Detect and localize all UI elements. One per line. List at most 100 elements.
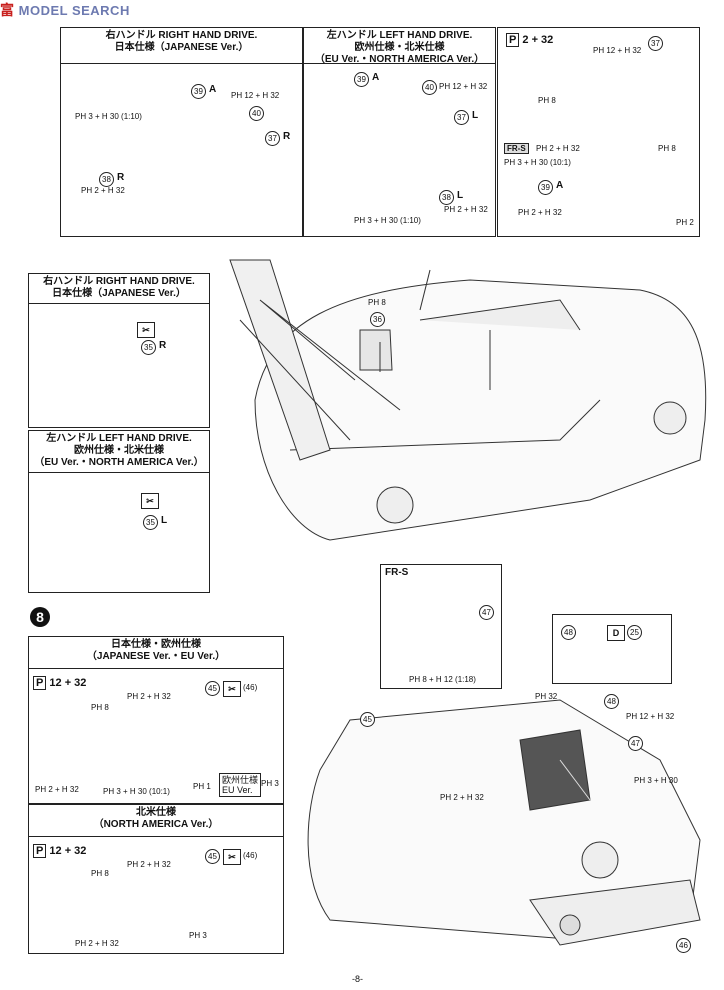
part-37: 37 [454,110,469,125]
step8-bottom-title-2: （NORTH AMERICA Ver.） [93,819,219,830]
part-38: 38 [439,190,454,205]
paint-a: PH 12 + H 32 [593,46,642,55]
asm-part-45: 45 [360,712,375,727]
part-46: (46) [243,683,258,692]
part-d-tag: D [607,625,625,641]
mid-left-l-title-1: 左ハンドル LEFT HAND DRIVE. [46,433,192,444]
mid-left-box-l: 左ハンドル LEFT HAND DRIVE. 欧州仕様・北米仕様 （EU Ver… [28,430,210,593]
paint-a: PH 2 + H 32 [127,860,171,869]
part-25: 25 [627,625,642,640]
cement-icon: ✂ [223,849,241,865]
ph-icon: P [33,676,47,690]
paint-c: PH 8 [658,144,676,153]
paint-1: PH 12 + H 32 [231,91,280,100]
paint-b: PH 8 [91,703,109,712]
part-39-a: A [556,180,564,191]
part-35-l: L [161,515,168,526]
paint-d: PH 3 + H 30 (10:1) [504,158,571,167]
paint-main: P 12 + 32 [33,676,87,690]
paint-c: PH 2 + H 32 [35,785,79,794]
mid-left-l-title-2: 欧州仕様・北米仕様 [74,445,164,456]
chassis-paint-8: PH 8 [368,298,386,307]
frs-paint: PH 2 + H 32 [536,144,580,153]
paint-main: P 12 + 32 [33,844,86,858]
paint-e: PH 2 + H 32 [518,208,562,217]
page-number: -8- [352,974,363,984]
mid-left-l-header: 左ハンドル LEFT HAND DRIVE. 欧州仕様・北米仕様 （EU Ver… [29,431,209,473]
top-left-header: 右ハンドル RIGHT HAND DRIVE. 日本仕様（JAPANESE Ve… [61,28,302,64]
part-39-a: A [209,84,217,95]
paint-d: PH 3 + H 30 (10:1) [103,787,170,796]
part-45: 45 [205,849,220,864]
step8-top-header: 日本仕様・欧州仕様 （JAPANESE Ver.・EU Ver.） [29,637,283,669]
mid-left-r-header: 右ハンドル RIGHT HAND DRIVE. 日本仕様（JAPANESE Ve… [29,274,209,304]
top-mid-title-1: 左ハンドル LEFT HAND DRIVE. [326,30,473,41]
part-38-r: R [117,172,125,183]
part-40: 40 [422,80,437,95]
cement-icon: ✂ [141,493,159,509]
paint-f: PH 2 [676,218,694,227]
part-39: 39 [354,72,369,87]
paint-e: PH 1 [193,782,211,791]
paint-3: PH 2 + H 32 [81,186,125,195]
part-37: 37 [265,131,280,146]
mid-left-r-title-1: 右ハンドル RIGHT HAND DRIVE. [43,276,195,287]
step-8-number: 8 [30,607,50,627]
mid-left-box-r: 右ハンドル RIGHT HAND DRIVE. 日本仕様（JAPANESE Ve… [28,273,210,428]
paint-2: PH 3 + H 30 (1:10) [75,112,142,121]
asm-paint-c: PH 2 + H 32 [440,793,484,802]
part-37: 37 [648,36,663,51]
asm-paint-32: PH 32 [535,692,558,701]
cement-icon: ✂ [137,322,155,338]
paint-main: P 2 + 32 [506,33,553,47]
top-left-title-2: 日本仕様（JAPANESE Ver.） [114,42,249,53]
part-35: 35 [143,515,158,530]
part-39-a: A [372,72,380,83]
part-37-l: L [472,110,479,121]
paint-a: PH 2 + H 32 [127,692,171,701]
mid-left-r-title-2: 日本仕様（JAPANESE Ver.） [52,288,186,299]
part-39: 39 [538,180,553,195]
paint-main-text: 12 + 32 [49,677,87,689]
part-45: 45 [205,681,220,696]
frs-title: FR-S [385,567,409,578]
watermark-text: MODEL SEARCH [18,3,130,18]
part-36: 36 [370,312,385,327]
top-mid-title-2: 欧州仕様・北米仕様 [354,42,445,53]
ph-icon: P [506,33,520,47]
mid-left-l-title-3: （EU Ver.・NORTH AMERICA Ver.） [34,457,204,468]
top-mid-box: 左ハンドル LEFT HAND DRIVE. 欧州仕様・北米仕様 （EU Ver… [303,27,496,237]
paint-d: PH 3 [189,931,207,940]
paint-b: PH 8 [91,869,109,878]
asm-paint-b: PH 3 + H 30 [634,776,678,785]
asm-paint-a: PH 12 + H 32 [626,712,675,721]
part48-box: 48 D 25 [552,614,672,684]
watermark: 富 MODEL SEARCH [0,0,130,20]
top-left-box: 右ハンドル RIGHT HAND DRIVE. 日本仕様（JAPANESE Ve… [60,27,303,237]
eu-note: 欧州仕様 EU Ver. [219,773,262,797]
ph-icon: P [33,844,47,858]
step8-bottom-header: 北米仕様 （NORTH AMERICA Ver.） [29,805,283,837]
frs-box: FR-S 47 PH 8 + H 12 (1:18) [380,564,502,689]
part-37-r: R [283,131,291,142]
paint-b: PH 8 [538,96,556,105]
paint-f: PH 3 [261,779,279,788]
frs-paint: PH 8 + H 12 (1:18) [409,675,476,684]
part-40: 40 [249,106,264,121]
part-38: 38 [99,172,114,187]
top-left-title-1: 右ハンドル RIGHT HAND DRIVE. [105,30,258,41]
step8-box-top: 日本仕様・欧州仕様 （JAPANESE Ver.・EU Ver.） P 12 +… [28,636,284,804]
step8-top-title-2: （JAPANESE Ver.・EU Ver.） [86,651,226,662]
eu-note-2: EU Ver. [222,785,253,795]
part-35-r: R [159,340,167,351]
asm-part-47: 47 [628,736,643,751]
watermark-brand: 富 [0,2,15,18]
part-39: 39 [191,84,206,99]
top-mid-title-3: （EU Ver.・NORTH AMERICA Ver.） [314,54,485,65]
asm-part-48: 48 [604,694,619,709]
step8-top-title-1: 日本仕様・欧州仕様 [111,639,201,650]
part-46: (46) [243,851,258,860]
eu-note-1: 欧州仕様 [222,775,259,785]
top-right-box: P 2 + 32 37 PH 12 + H 32 PH 8 FR-S PH 2 … [497,27,700,237]
part-38-l: L [457,190,464,201]
